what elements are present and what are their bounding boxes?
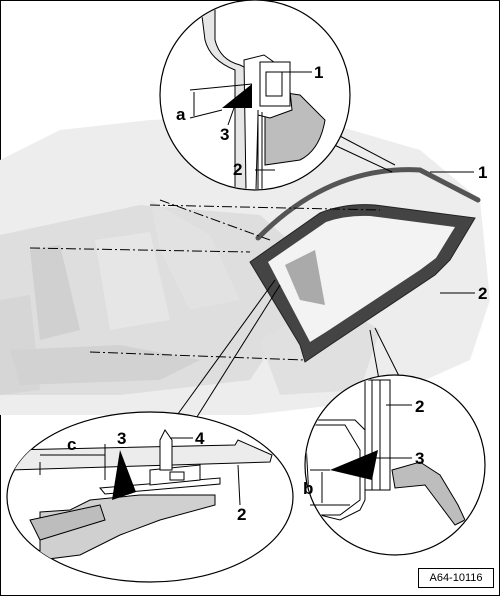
detail-top <box>159 0 351 191</box>
window-glass <box>268 215 455 342</box>
reference-code: A64-10116 <box>418 568 494 588</box>
adhesive-bead-top <box>222 84 252 108</box>
callout-left-2: 2 <box>237 505 246 524</box>
callout-top-3: 3 <box>220 125 229 144</box>
main-leaders <box>430 171 475 294</box>
callout-left-c: c <box>67 435 76 454</box>
callout-left-3: 3 <box>117 429 126 448</box>
window-seal <box>255 167 481 241</box>
projection-lines <box>29 199 381 361</box>
callout-top-2: 2 <box>233 160 242 179</box>
adhesive-bead-left <box>112 450 136 500</box>
quarter-window <box>249 167 481 363</box>
callout-top-1: 1 <box>314 63 323 82</box>
callout-main-2: 2 <box>478 284 487 303</box>
detail-bottom-right <box>304 374 486 556</box>
callout-right-3: 3 <box>415 449 424 468</box>
callout-right-b: b <box>303 479 313 498</box>
callout-top-a: a <box>176 105 186 124</box>
callout-right-2: 2 <box>415 397 424 416</box>
callout-main-1: 1 <box>478 163 487 182</box>
detail-connectors <box>174 134 401 421</box>
detail-bottom-left <box>6 411 294 583</box>
callout-left-4: 4 <box>195 429 205 448</box>
